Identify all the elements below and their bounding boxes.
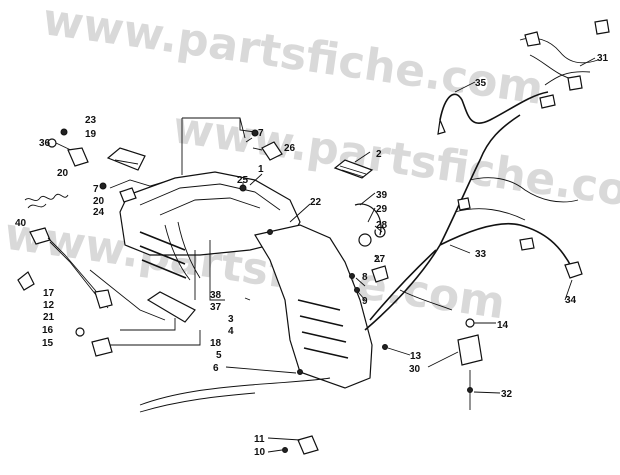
callout-36: 36 — [39, 138, 51, 149]
callout-5: 5 — [216, 350, 222, 361]
callout-1: 1 — [258, 164, 264, 175]
callout-21: 21 — [43, 312, 55, 323]
bottom-components — [139, 369, 331, 455]
callout-22: 22 — [310, 197, 322, 208]
leader-lines — [225, 57, 596, 453]
callout-7-left: 7 — [93, 184, 99, 195]
callout-7-top: 7 — [258, 128, 264, 139]
callout-31: 31 — [597, 53, 609, 64]
callout-35: 35 — [475, 78, 487, 89]
bracket-plate — [146, 291, 196, 323]
callout-12: 12 — [43, 300, 55, 311]
callout-29: 29 — [376, 204, 388, 215]
callout-20-left: 20 — [57, 168, 69, 179]
right-components — [349, 19, 610, 410]
callout-24: 24 — [93, 207, 105, 218]
callout-34: 34 — [565, 295, 577, 306]
callouts: 1 2 3 4 5 6 7 7 8 9 10 11 12 13 14 15 16… — [15, 53, 609, 458]
leader-box — [89, 117, 256, 346]
callout-14: 14 — [497, 320, 509, 331]
callout-28: 28 — [376, 220, 388, 231]
callout-20-mid: 20 — [93, 196, 105, 207]
callout-16: 16 — [42, 325, 54, 336]
callout-33: 33 — [475, 249, 487, 260]
watermark-top: www.partsfiche.com — [40, 0, 547, 115]
callout-15: 15 — [42, 338, 54, 349]
callout-2: 2 — [376, 149, 382, 160]
callout-27: 27 — [374, 254, 386, 265]
callout-8: 8 — [362, 272, 368, 283]
callout-11: 11 — [254, 434, 265, 445]
callout-38: 38 — [210, 290, 222, 301]
callout-3: 3 — [228, 314, 234, 325]
callout-6: 6 — [213, 363, 219, 374]
socket-assembly — [106, 147, 146, 171]
console-housing — [119, 171, 373, 389]
callout-25: 25 — [237, 175, 249, 186]
callout-40: 40 — [15, 218, 27, 229]
callout-39: 39 — [376, 190, 388, 201]
callout-19: 19 — [85, 129, 97, 140]
decal-strip — [333, 159, 374, 179]
callout-4: 4 — [228, 326, 234, 337]
callout-10: 10 — [254, 447, 266, 458]
callout-13: 13 — [410, 351, 422, 362]
callout-17: 17 — [43, 288, 55, 299]
callout-30: 30 — [409, 364, 421, 375]
callout-32: 32 — [501, 389, 513, 400]
callout-26: 26 — [284, 143, 296, 154]
callout-23: 23 — [85, 115, 97, 126]
left-components — [17, 128, 283, 357]
callout-9: 9 — [362, 296, 368, 307]
callout-37: 37 — [210, 302, 222, 313]
callout-18: 18 — [210, 338, 222, 349]
